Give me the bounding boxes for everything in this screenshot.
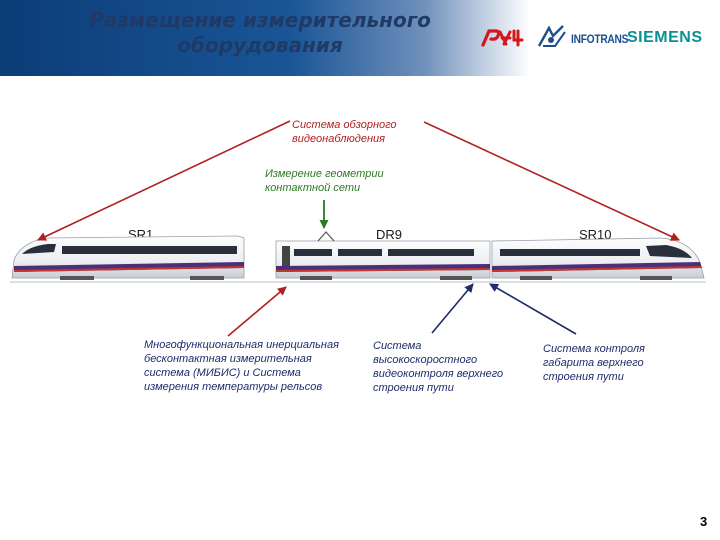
arrow-mibis [227, 286, 287, 337]
train-car-sr1 [11, 235, 245, 280]
arrow-gauge-control [489, 283, 577, 335]
header-gradient [0, 0, 530, 76]
label-highspeed-video: Система высокоскоростного видеоконтроля … [373, 340, 504, 394]
label-video-surveillance: Система обзорного видеонаблюдения [292, 119, 397, 145]
train-car-sr10 [491, 237, 705, 280]
siemens-logo: SIEMENS [627, 29, 703, 46]
train-car-dr9 [275, 231, 491, 280]
label-mibis: Многофункциональная инерциальная бесконт… [144, 339, 339, 393]
label-gauge-control: Система контроля габарита верхнего строе… [543, 343, 645, 383]
header-bar: Размещение измерительного оборудования I… [0, 0, 720, 76]
arrow-highspeed-video [431, 283, 474, 334]
unit-label-dr9: DR9 [376, 227, 403, 242]
arrow-video-left [37, 120, 291, 241]
page-number: 3 [700, 514, 708, 529]
unit-label-sr10: SR10 [579, 227, 612, 242]
infotrans-emblem-icon [537, 25, 566, 47]
label-catenary-geometry: Измерение геометрии контактной сети [265, 168, 384, 194]
arrow-video-right [423, 121, 680, 241]
infotrans-logo-text: INFOTRANS [571, 32, 629, 46]
page-title: Размещение измерительного оборудования [89, 8, 431, 57]
rzd-logo [481, 29, 524, 47]
